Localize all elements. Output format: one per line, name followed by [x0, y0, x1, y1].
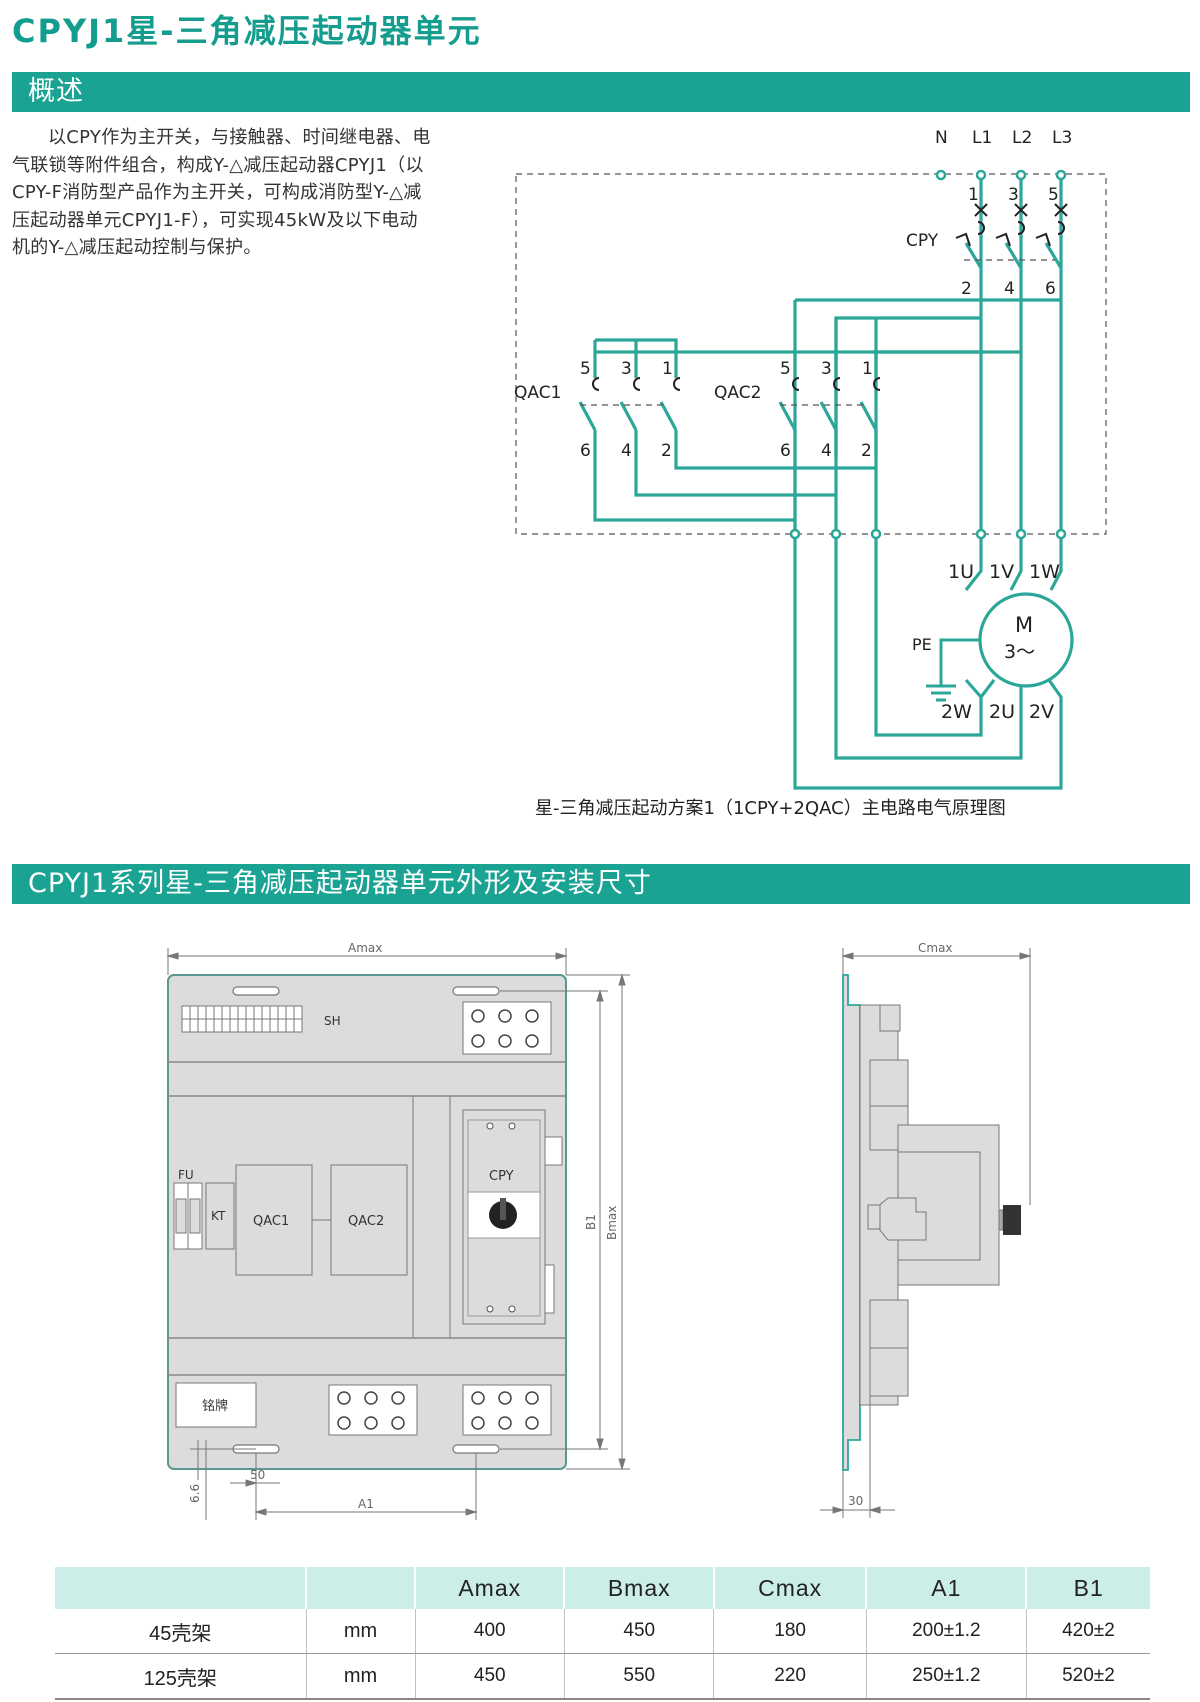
cpy-bottom-2: 2: [961, 279, 972, 299]
cpy-top-3: 3: [1008, 185, 1019, 205]
motor-label: M: [1015, 613, 1033, 637]
dim-bmax: Bmax: [605, 1206, 619, 1240]
qac1-top-3: 3: [621, 359, 632, 379]
nameplate-label: 铭牌: [202, 1398, 228, 1414]
dimension-table: Amax Bmax Cmax A1 B1 45壳架 mm 400 450 180…: [55, 1567, 1150, 1700]
terminal-l2: L2: [1012, 128, 1032, 148]
terminal-n: N: [935, 128, 948, 148]
table-cell: 520±2: [1026, 1653, 1150, 1700]
terminal-l3: L3: [1052, 128, 1072, 148]
motor-terminal-1u: 1U: [948, 561, 974, 583]
motor-terminal-2v: 2V: [1029, 701, 1054, 723]
front-cpy-label: CPY: [489, 1169, 514, 1184]
table-cell: 450: [564, 1609, 715, 1654]
side-view: [842, 974, 1021, 1471]
outline-dimension-drawing: SH FU KT QAC1 QAC2 CPY: [166, 941, 1032, 1520]
table-cell: 200±1.2: [866, 1609, 1027, 1654]
cpy-label: CPY: [906, 231, 939, 251]
terminal-block-bottom-right: [462, 1384, 552, 1436]
section-dimensions-heading: CPYJ1系列星-三角减压起动器单元外形及安装尺寸: [12, 864, 1190, 904]
table-cell: 400: [415, 1609, 565, 1654]
motor-terminal-1w: 1W: [1029, 561, 1060, 583]
kt-label: KT: [211, 1209, 226, 1223]
table-row: 45壳架 mm 400 450 180 200±1.2 420±2: [55, 1609, 1150, 1654]
cpy-top-5: 5: [1048, 185, 1059, 205]
qac2-bottom-2: 2: [861, 441, 872, 461]
table-header-b1: B1: [1026, 1567, 1150, 1609]
table-header-blank-2: [306, 1567, 416, 1609]
terminal-l1: L1: [972, 128, 992, 148]
terminal-block-top: [462, 1001, 552, 1055]
motor-phase: 3～: [1004, 641, 1035, 663]
dim-30: 30: [848, 1494, 863, 1508]
table-header-bmax: Bmax: [564, 1567, 715, 1609]
qac2-bottom-4: 4: [821, 441, 832, 461]
table-cell: 420±2: [1026, 1609, 1150, 1654]
page-title: CPYJ1星-三角减压起动器单元: [12, 12, 482, 50]
table-cell: 250±1.2: [866, 1653, 1027, 1700]
table-row: 125壳架 mm 450 550 220 250±1.2 520±2: [55, 1653, 1150, 1700]
table-cell: 180: [713, 1609, 867, 1654]
table-header-amax: Amax: [415, 1567, 566, 1609]
cpy-bottom-4: 4: [1004, 279, 1015, 299]
dim-a1: A1: [358, 1497, 374, 1511]
cpy-bottom-6: 6: [1045, 279, 1056, 299]
front-qac2-label: QAC2: [348, 1214, 384, 1229]
main-circuit-schematic: N L1 L2 L3 1 3 5 CPY 2 4 6 5 3 1 5 3 1 Q…: [514, 128, 1107, 819]
section-overview-heading: 概述: [12, 72, 1190, 112]
qac2-bottom-6: 6: [780, 441, 791, 461]
sh-label: SH: [324, 1014, 341, 1028]
qac2-label: QAC2: [714, 383, 761, 403]
qac2-top-5: 5: [780, 359, 791, 379]
schematic-caption: 星-三角减压起动方案1（1CPY+2QAC）主电路电气原理图: [535, 798, 1006, 819]
fu-label: FU: [178, 1168, 194, 1182]
table-header-a1: A1: [866, 1567, 1028, 1609]
qac1-label: QAC1: [514, 383, 561, 403]
dim-b1: B1: [584, 1214, 598, 1230]
table-cell: 550: [564, 1653, 715, 1700]
terminal-block-bottom-left: [328, 1384, 418, 1436]
dim-50: 50: [250, 1468, 265, 1482]
motor-terminal-2u: 2U: [989, 701, 1015, 723]
qac1-bottom-2: 2: [661, 441, 672, 461]
table-header-blank-1: [55, 1567, 307, 1609]
dim-amax: Amax: [348, 941, 382, 955]
dim-cmax: Cmax: [918, 941, 953, 955]
table-cell: 450: [415, 1653, 565, 1700]
table-cell: 125壳架: [55, 1653, 307, 1700]
cpy-top-1: 1: [968, 185, 979, 205]
table-cell: 45壳架: [55, 1609, 307, 1654]
pe-label: PE: [912, 635, 932, 654]
qac1-bottom-6: 6: [580, 441, 591, 461]
front-qac1-label: QAC1: [253, 1214, 289, 1229]
dim-66: 6.6: [188, 1484, 202, 1503]
motor-terminal-1v: 1V: [989, 561, 1014, 583]
qac1-top-5: 5: [580, 359, 591, 379]
motor-terminal-2w: 2W: [941, 701, 972, 723]
table-cell: mm: [306, 1609, 416, 1654]
table-cell: 220: [713, 1653, 867, 1700]
table-cell: mm: [306, 1653, 416, 1700]
overview-paragraph: 以CPY作为主开关，与接触器、时间继电器、电气联锁等附件组合，构成Y-△减压起动…: [12, 127, 431, 258]
qac1-top-1: 1: [662, 359, 673, 379]
qac2-top-3: 3: [821, 359, 832, 379]
qac2-top-1: 1: [862, 359, 873, 379]
table-header-cmax: Cmax: [713, 1567, 868, 1609]
qac1-bottom-4: 4: [621, 441, 632, 461]
